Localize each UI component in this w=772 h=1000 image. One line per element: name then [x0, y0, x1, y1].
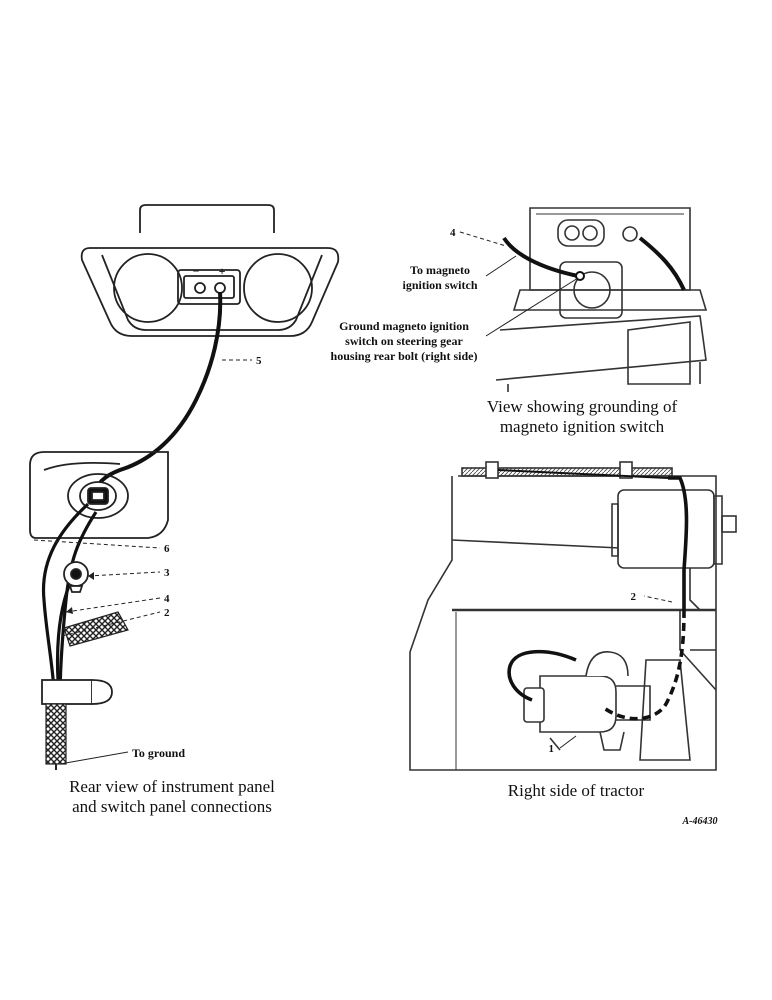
switch-panel-drawing [29, 451, 169, 539]
harness-top [497, 469, 669, 479]
callout-5: 5 [256, 355, 262, 367]
ground-note-line1: Ground magneto ignition [339, 319, 469, 333]
instrument-panel-drawing [80, 204, 340, 337]
wire-2-tractor-lower [602, 609, 686, 721]
braided-conduit [63, 611, 129, 647]
callout-tractor-1: 1 [549, 743, 555, 755]
magneto-wire-right [638, 236, 686, 291]
wire-4-magneto [502, 236, 579, 278]
to-magneto-label-line2: ignition switch [402, 278, 477, 292]
component-3 [63, 561, 89, 593]
wire-5 [94, 291, 223, 495]
leader-tractor-1 [559, 735, 577, 749]
ground-strap [45, 703, 67, 765]
starter-lead [507, 649, 577, 702]
figure-code: A-46430 [682, 816, 718, 827]
magneto-housing-drawing [495, 207, 708, 392]
callout-magneto-4: 4 [450, 227, 456, 239]
leader-ground [59, 751, 129, 765]
caption-instrument-panel-line1: Rear view of instrument panel [69, 777, 275, 796]
left-leaders [33, 539, 161, 637]
leader-tractor-2 [643, 595, 673, 603]
lower-wires [41, 502, 98, 701]
ground-note-line3: housing rear bolt (right side) [331, 349, 478, 363]
callout-4: 4 [164, 593, 170, 605]
to-magneto-label-line1: To magneto [410, 263, 470, 277]
callout-2: 2 [164, 607, 170, 619]
caption-magneto-line1: View showing grounding of [487, 397, 678, 416]
ground-note-line2: switch on steering gear [345, 334, 463, 348]
arrow-4 [66, 607, 73, 614]
ammeter-plus-label: + [219, 264, 226, 278]
caption-instrument-panel-line2: and switch panel connections [72, 797, 272, 816]
tractor-side-drawing [409, 461, 737, 771]
wire-clamp [41, 679, 113, 705]
to-ground-label: To ground [132, 746, 185, 760]
arrow-3 [88, 572, 94, 580]
callout-tractor-2: 2 [631, 591, 637, 603]
caption-tractor: Right side of tractor [508, 781, 645, 800]
ammeter-minus-label: − [193, 264, 200, 278]
wire-2-tractor-upper [668, 476, 689, 610]
callout-3: 3 [164, 567, 170, 579]
leader-magneto-4 [459, 231, 507, 247]
callout-6: 6 [164, 543, 170, 555]
leader-to-magneto [485, 255, 517, 277]
caption-magneto-line2: magneto ignition switch [500, 417, 665, 436]
leader-ground-bolt [485, 277, 579, 337]
